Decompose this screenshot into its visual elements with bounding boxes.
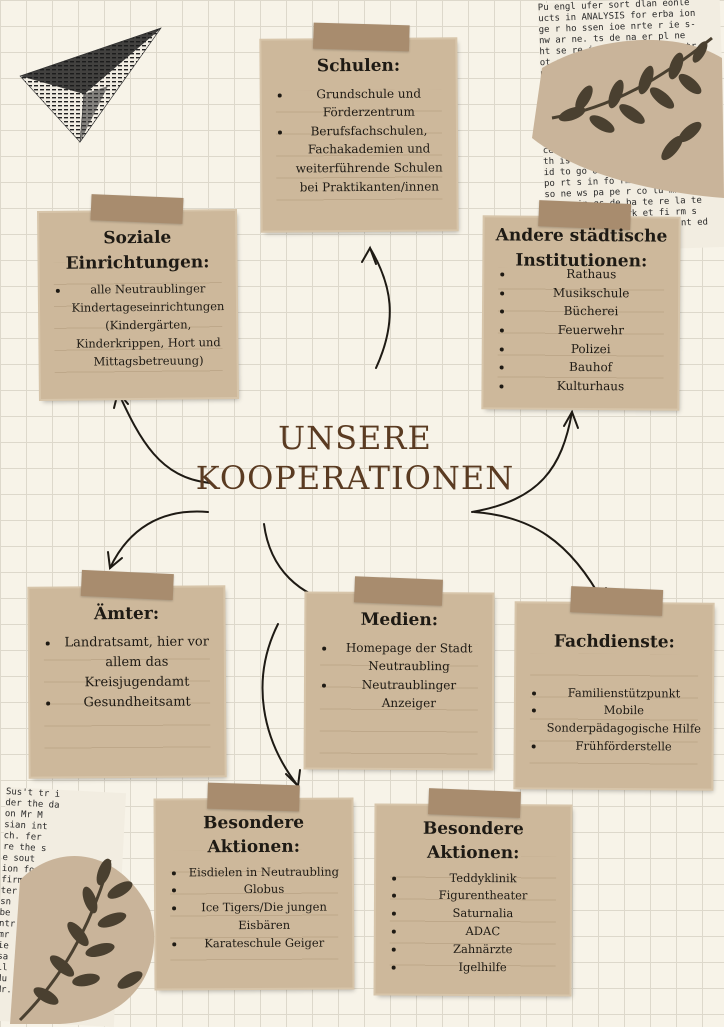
card-medien: Medien: Homepage der Stadt Neutraubling … (305, 576, 493, 769)
card-heading: Medien: (360, 609, 439, 631)
card-schulen: Schulen: Grundschule und Förderzentrum B… (261, 22, 457, 231)
list-item: Mobile Sonderpädagogische Hilfe (546, 702, 702, 739)
card-heading: Soziale Einrichtungen: (49, 225, 226, 276)
card-list: Rathaus Musikschule Bücherei Feuerwehr P… (493, 265, 668, 396)
tape (570, 586, 664, 616)
list-item: Rathaus (514, 265, 668, 285)
leaf-branch-icon (10, 856, 155, 1024)
page-title: UNSERE KOOPERATIONEN (150, 418, 560, 498)
list-item: Teddyklinik (406, 869, 560, 888)
list-item: Saturnalia (406, 905, 560, 924)
card-fachdienste: Fachdienste: Familienstützpunkt Mobile S… (515, 586, 713, 789)
arrow-to-aktionen (261, 623, 299, 787)
card-heading-line: Soziale (103, 227, 172, 249)
list-item: Eisdielen in Neutraubling (186, 863, 342, 882)
card-heading-line: Besondere (203, 812, 305, 834)
list-item: Polizei (514, 339, 668, 359)
list-item: Homepage der Stadt Neutraubling (336, 638, 482, 676)
arrow-to-schulen (369, 247, 391, 369)
card-aemter: Ämter: Landratsamt, hier vor allem das K… (29, 569, 225, 777)
card-list: Teddyklinik Figurentheater Saturnalia AD… (386, 869, 561, 977)
list-item: Figurentheater (406, 887, 560, 906)
list-item: Musikschule (514, 283, 668, 303)
card-list: Familienstützpunkt Mobile Sonderpädagogi… (526, 684, 702, 756)
card-heading: Ämter: (93, 603, 160, 625)
card-besondere-aktionen-2: Besondere Aktionen: Teddyklinik Figurent… (375, 788, 571, 995)
card-staedtische-institutionen: Andere städtische Institutionen: Rathaus… (483, 200, 679, 409)
list-item: Bücherei (514, 302, 668, 322)
card-heading-line: Besondere (422, 818, 524, 840)
arrow-to-staedtische (471, 411, 573, 513)
list-item: ADAC (406, 923, 560, 942)
tape (80, 569, 174, 601)
card-besondere-aktionen-1: Besondere Aktionen: Eisdielen in Neutrau… (155, 782, 353, 989)
card-heading: Schulen: (316, 55, 401, 77)
tape (428, 788, 521, 818)
card-soziale-einrichtungen: Soziale Einrichtungen: alle Neutraubling… (39, 194, 237, 400)
tape (353, 576, 443, 606)
list-item: Bauhof (514, 358, 668, 378)
tape (207, 782, 300, 812)
tape (90, 194, 184, 224)
list-item: Neutraublinger Anzeiger (336, 675, 482, 713)
card-list: Homepage der Stadt Neutraubling Neutraub… (316, 638, 482, 713)
card-list: Grundschule und Förderzentrum Berufsfach… (272, 84, 447, 197)
paper-plane-icon (19, 27, 162, 144)
page-title-line: UNSERE (278, 419, 432, 457)
list-item: Globus (186, 881, 342, 900)
card-heading: Besondere Aktionen: (386, 818, 560, 867)
card-heading: Besondere Aktionen: (166, 812, 342, 861)
card-list: alle Neutraublinger Kindertageseinrichtu… (50, 280, 227, 371)
list-item: Kulturhaus (513, 376, 667, 396)
list-item: alle Neutraublinger Kindertageseinrichtu… (70, 280, 227, 371)
list-item: Grundschule und Förderzentrum (292, 84, 446, 122)
list-item: Feuerwehr (514, 321, 668, 341)
page-title-line: KOOPERATIONEN (195, 459, 515, 497)
list-item: Landratsamt, hier vor allem das Kreisjug… (60, 632, 214, 693)
card-heading-line: Aktionen: (207, 836, 301, 858)
card-heading-line: Aktionen: (426, 842, 520, 864)
arrow-to-fachdienste (473, 511, 605, 605)
card-heading: Fachdienste: (553, 631, 675, 653)
list-item: Familienstützpunkt (546, 684, 702, 703)
card-list: Landratsamt, hier vor allem das Kreisjug… (40, 632, 215, 714)
list-item: Ice Tigers/Die jungen Eisbären (186, 899, 342, 935)
leaf-branch-icon (532, 36, 724, 198)
card-list: Eisdielen in Neutraubling Globus Ice Tig… (166, 863, 342, 953)
list-item: Karateschule Geiger (186, 934, 342, 953)
arrow-to-soziale (117, 391, 211, 484)
arrow-to-medien (263, 523, 341, 605)
card-heading-line: Andere städtische (495, 225, 668, 247)
list-item: Frühförderstelle (546, 738, 702, 757)
list-item: Igelhilfe (406, 958, 560, 977)
list-item: Berufsfachschulen, Fachakademien und wei… (292, 121, 447, 196)
list-item: Gesundheitsamt (60, 692, 214, 713)
list-item: Zahnärzte (406, 940, 560, 959)
card-heading-line: Einrichtungen: (65, 251, 210, 274)
tape (312, 22, 410, 52)
arrow-to-aemter (109, 510, 209, 569)
